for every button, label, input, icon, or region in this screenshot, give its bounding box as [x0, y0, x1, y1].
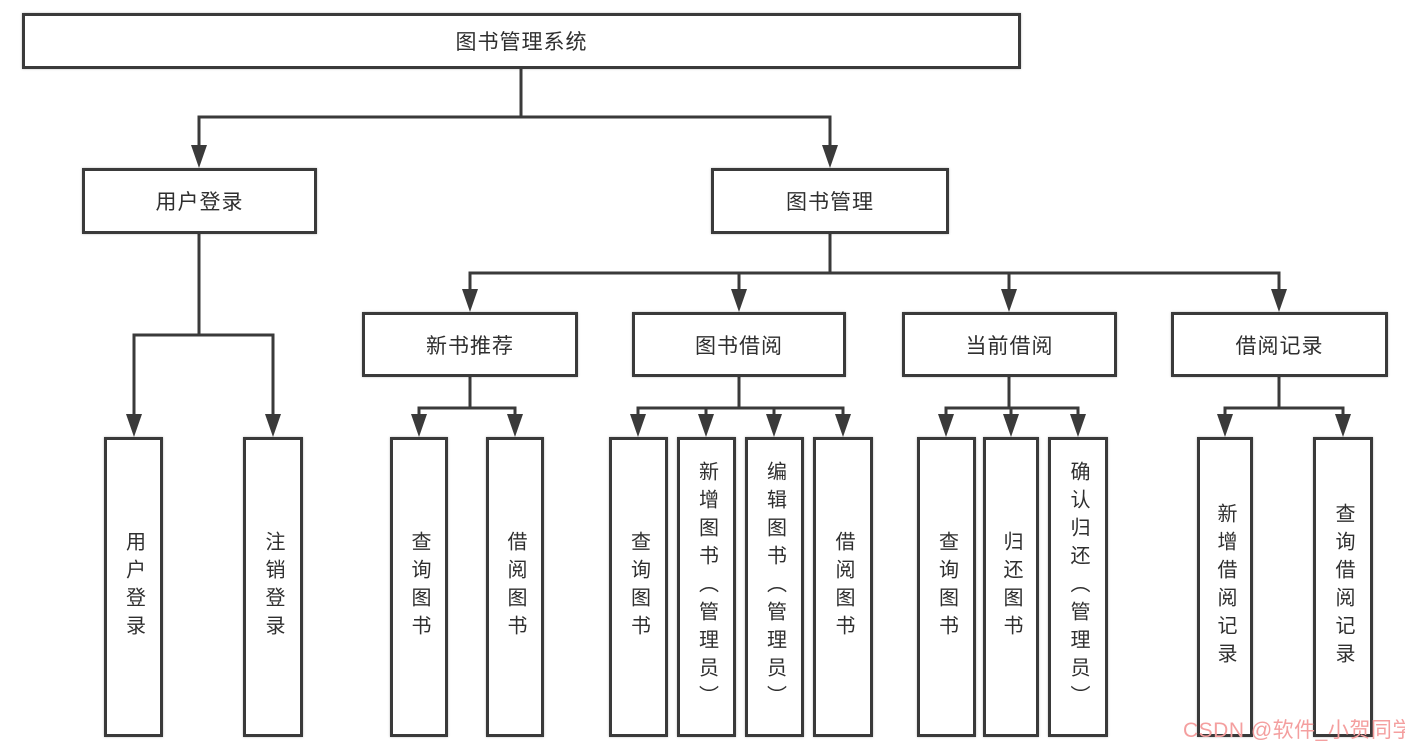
leaf-edit-book: 编辑图书（管理员）: [745, 437, 804, 737]
leaf-query-record: 查询借阅记录: [1313, 437, 1373, 737]
leaf-logout: 注销登录: [243, 437, 303, 737]
node-current-borrow: 当前借阅: [902, 312, 1117, 377]
leaf-user-login-label: 用户登录: [122, 531, 145, 643]
leaf-add-record-label: 新增借阅记录: [1214, 503, 1236, 671]
node-book-borrow-label: 图书借阅: [695, 334, 783, 358]
leaf-query-book-3: 查询图书: [917, 437, 976, 737]
leaf-confirm-return-label: 确认归还（管理员）: [1067, 461, 1089, 713]
node-borrow-record-label: 借阅记录: [1235, 334, 1324, 358]
leaf-return-book-label: 归还图书: [1000, 531, 1022, 643]
node-root-system: 图书管理系统: [22, 13, 1021, 69]
leaf-confirm-return: 确认归还（管理员）: [1048, 437, 1108, 737]
arrowheads: [126, 145, 1351, 437]
leaf-user-login: 用户登录: [104, 437, 163, 737]
node-borrow-record: 借阅记录: [1171, 312, 1388, 377]
node-book-management: 图书管理: [711, 168, 949, 234]
node-new-book-recommend: 新书推荐: [362, 312, 578, 377]
node-user-login: 用户登录: [82, 168, 317, 234]
node-current-borrow-label: 当前借阅: [965, 334, 1054, 358]
leaf-borrow-book-2: 借阅图书: [813, 437, 873, 737]
leaf-borrow-book-2-label: 借阅图书: [832, 531, 854, 643]
leaf-query-book-2-label: 查询图书: [627, 531, 650, 643]
node-user-login-label: 用户登录: [155, 191, 244, 214]
node-book-management-label: 图书管理: [786, 191, 874, 214]
leaf-add-record: 新增借阅记录: [1197, 437, 1253, 737]
node-new-book-recommend-label: 新书推荐: [426, 334, 514, 358]
leaf-query-record-label: 查询借阅记录: [1332, 503, 1354, 671]
leaf-borrow-book-1-label: 借阅图书: [504, 531, 526, 643]
leaf-add-book-label: 新增图书（管理员）: [695, 461, 718, 713]
tree-edges: [132, 69, 1345, 419]
leaf-query-book-2: 查询图书: [609, 437, 668, 737]
csdn-watermark: CSDN @软件_小贺同学: [1183, 719, 1405, 742]
leaf-query-book-1-label: 查询图书: [408, 531, 430, 643]
leaf-edit-book-label: 编辑图书（管理员）: [763, 461, 786, 713]
leaf-return-book: 归还图书: [983, 437, 1039, 737]
leaf-logout-label: 注销登录: [262, 531, 284, 643]
leaf-add-book: 新增图书（管理员）: [677, 437, 736, 737]
leaf-borrow-book-1: 借阅图书: [486, 437, 544, 737]
node-root-label: 图书管理系统: [455, 31, 588, 54]
leaf-query-book-1: 查询图书: [390, 437, 448, 737]
leaf-query-book-3-label: 查询图书: [935, 531, 958, 643]
node-book-borrow: 图书借阅: [632, 312, 846, 377]
